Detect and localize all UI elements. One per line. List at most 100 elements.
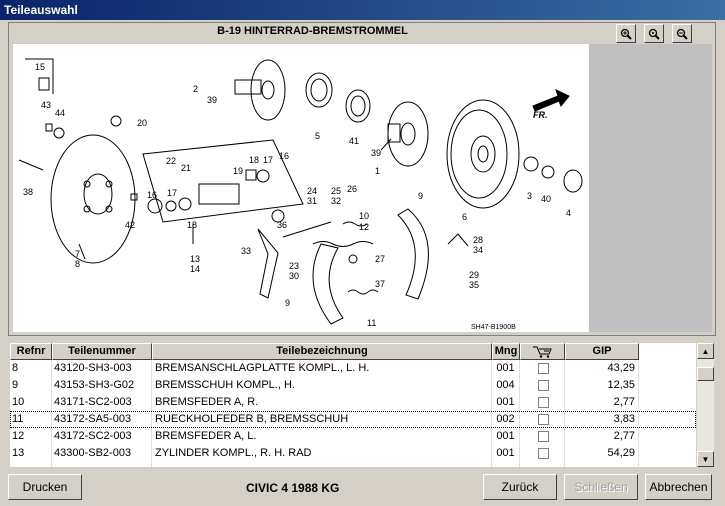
callout-39[interactable]: 39: [207, 95, 217, 105]
cell-teilenummer: 43172-SC2-003: [54, 430, 132, 442]
callout-17[interactable]: 17: [263, 155, 273, 165]
callout-23[interactable]: 23: [289, 261, 299, 271]
order-checkbox[interactable]: [538, 448, 549, 459]
callout-16[interactable]: 16: [279, 151, 289, 161]
zoom-in-button[interactable]: [616, 24, 636, 43]
cell-refnr: 9: [12, 379, 19, 391]
direction-label: FR.: [533, 110, 548, 120]
cell-bezeichnung: BREMSFEDER A, R.: [155, 396, 259, 408]
callout-24[interactable]: 24: [307, 186, 317, 196]
callout-31[interactable]: 31: [307, 196, 317, 206]
callout-27[interactable]: 27: [375, 254, 385, 264]
callout-21[interactable]: 21: [181, 163, 191, 173]
callout-17b[interactable]: 17: [167, 188, 177, 198]
callout-18[interactable]: 18: [249, 155, 259, 165]
callout-42[interactable]: 42: [125, 220, 135, 230]
callout-30[interactable]: 30: [289, 271, 299, 281]
col-header-gip[interactable]: GIP: [565, 343, 639, 360]
col-divider: [519, 360, 520, 467]
order-checkbox[interactable]: [538, 397, 549, 408]
cell-gip: 3,83: [613, 413, 635, 425]
col-divider: [564, 360, 565, 467]
cell-bezeichnung: RUECKHOLFEDER B, BREMSSCHUH: [155, 413, 349, 425]
print-button[interactable]: Drucken: [8, 474, 82, 500]
cell-refnr: 13: [12, 447, 25, 459]
callout-26[interactable]: 26: [347, 184, 357, 194]
callout-5[interactable]: 5: [315, 131, 320, 141]
callout-9b[interactable]: 9: [418, 191, 423, 201]
cancel-button[interactable]: Abbrechen: [645, 474, 712, 500]
callout-8[interactable]: 8: [75, 259, 80, 269]
callout-18b[interactable]: 18: [187, 220, 197, 230]
arrow-up-icon: ▲: [701, 346, 710, 356]
scroll-down-button[interactable]: ▼: [697, 451, 714, 467]
order-checkbox[interactable]: [538, 414, 549, 425]
scroll-up-button[interactable]: ▲: [697, 343, 714, 359]
callout-34[interactable]: 34: [473, 245, 483, 255]
callout-19[interactable]: 19: [233, 166, 243, 176]
callout-29[interactable]: 29: [469, 270, 479, 280]
order-checkbox[interactable]: [538, 431, 549, 442]
callout-4[interactable]: 4: [566, 208, 571, 218]
callout-16b[interactable]: 16: [147, 190, 157, 200]
zoom-in-icon: [620, 28, 632, 40]
order-checkbox[interactable]: [538, 380, 549, 391]
cart-icon: [532, 346, 552, 358]
callout-20[interactable]: 20: [137, 118, 147, 128]
callout-9[interactable]: 9: [285, 298, 290, 308]
cell-refnr: 10: [12, 396, 25, 408]
callout-36[interactable]: 36: [277, 220, 287, 230]
callout-14[interactable]: 14: [190, 264, 200, 274]
zoom-fit-button[interactable]: [644, 24, 664, 43]
zoom-out-button[interactable]: [672, 24, 692, 43]
drawing-title: B-19 HINTERRAD-BREMSTROMMEL: [217, 25, 408, 37]
col-header-cart[interactable]: [520, 343, 565, 360]
zoom-out-icon: [676, 28, 688, 40]
zoom-fit-icon: [648, 28, 660, 40]
col-header-teilebezeichnung[interactable]: Teilebezeichnung: [152, 343, 492, 360]
callout-7[interactable]: 7: [75, 249, 80, 259]
callout-43[interactable]: 43: [41, 100, 51, 110]
callout-25[interactable]: 25: [331, 186, 341, 196]
callout-39b[interactable]: 39: [371, 148, 381, 158]
callout-3[interactable]: 3: [527, 191, 532, 201]
col-header-mng[interactable]: Mng: [492, 343, 520, 360]
cell-gip: 2,77: [613, 430, 635, 442]
table-scrollbar[interactable]: ▲ ▼: [697, 343, 714, 467]
cell-bezeichnung: BREMSFEDER A, L.: [155, 430, 257, 442]
callout-2[interactable]: 2: [193, 84, 198, 94]
callout-28[interactable]: 28: [473, 235, 483, 245]
col-header-teilenummer[interactable]: Teilenummer: [52, 343, 152, 360]
col-header-refnr[interactable]: Refnr: [10, 343, 52, 360]
callout-44[interactable]: 44: [55, 108, 65, 118]
callout-33[interactable]: 33: [241, 246, 251, 256]
cell-mng: 001: [496, 447, 515, 459]
callout-13[interactable]: 13: [190, 254, 200, 264]
callout-15[interactable]: 15: [35, 62, 45, 72]
cell-teilenummer: 43172-SA5-003: [54, 413, 132, 425]
callout-11[interactable]: 11: [367, 318, 376, 328]
callout-22[interactable]: 22: [166, 156, 176, 166]
callout-32[interactable]: 32: [331, 196, 341, 206]
callout-1[interactable]: 1: [375, 166, 380, 176]
callout-35[interactable]: 35: [469, 280, 479, 290]
callout-10[interactable]: 10: [359, 211, 369, 221]
scroll-thumb[interactable]: [697, 367, 714, 381]
order-checkbox[interactable]: [538, 363, 549, 374]
back-button[interactable]: Zurück: [483, 474, 557, 500]
callout-37[interactable]: 37: [375, 279, 385, 289]
window-title: Teileauswahl: [0, 0, 725, 20]
callout-12[interactable]: 12: [359, 222, 369, 232]
callout-38[interactable]: 38: [23, 187, 33, 197]
exploded-view-drawing[interactable]: 15 2 39 43 44 20 5 41 39 1 22 21 19 18 1…: [13, 44, 589, 332]
vehicle-model-label: CIVIC 4 1988 KG: [246, 481, 340, 495]
callout-41[interactable]: 41: [349, 136, 359, 146]
callout-40[interactable]: 40: [541, 194, 551, 204]
callout-6[interactable]: 6: [462, 212, 467, 222]
